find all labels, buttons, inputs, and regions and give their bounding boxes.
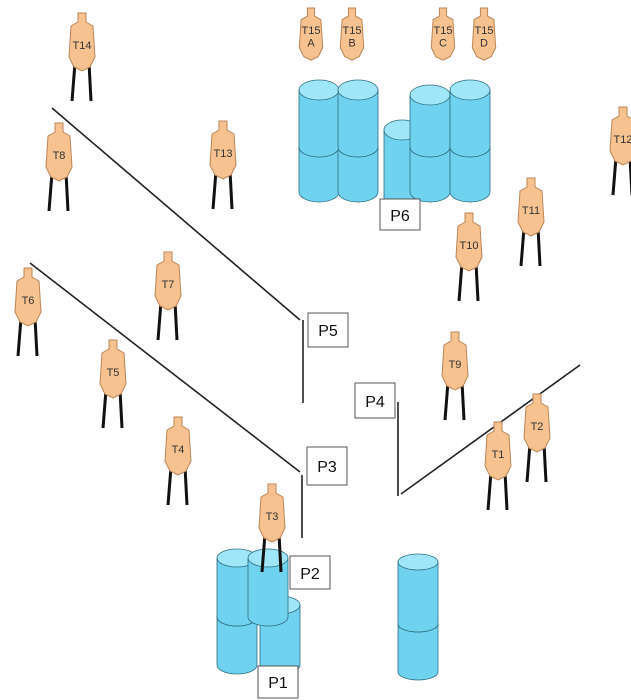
target-t4: T4 [164, 416, 192, 506]
target-label: T8 [53, 150, 66, 162]
barrel [397, 553, 439, 633]
target-label: T1 [492, 449, 505, 461]
target-t15d: T15 D [471, 7, 497, 61]
wall-line-right [400, 364, 581, 495]
position-label: P4 [365, 394, 385, 411]
target-t15b: T15 B [339, 7, 365, 61]
position-p2: P2 [289, 555, 331, 590]
target-t2: T2 [523, 393, 551, 483]
wall-line-lower [29, 262, 301, 473]
target-label: T14 [73, 40, 92, 52]
position-label: P6 [390, 208, 410, 225]
position-label: P1 [268, 675, 288, 692]
barrel [409, 84, 451, 158]
position-boxes: P6 P5 P4 P3 P2 P1 [257, 198, 421, 699]
target-label: T7 [162, 279, 175, 291]
target-t13: T13 [209, 120, 237, 210]
barrel [247, 548, 289, 627]
target-label: T15 [302, 25, 321, 37]
target-label: T9 [449, 359, 462, 371]
barrel [298, 79, 340, 158]
target-t5: T5 [99, 339, 127, 429]
target-label: T5 [107, 367, 120, 379]
wall-line-upper [51, 107, 301, 321]
wall-lines [29, 107, 581, 538]
target-sublabel: C [439, 38, 447, 50]
target-t3: T3 [258, 483, 286, 573]
position-p6: P6 [379, 198, 421, 231]
barrel-stack-p6 [298, 79, 491, 211]
target-label: T13 [214, 148, 233, 160]
position-p5: P5 [307, 312, 349, 348]
target-t1: T1 [484, 421, 512, 511]
target-label: T10 [460, 240, 479, 252]
target-t12: T12 [609, 106, 631, 196]
target-label: T11 [522, 205, 540, 217]
target-t15a: T15 A [298, 7, 324, 61]
target-label: T4 [172, 444, 185, 456]
target-t15c: T15 C [430, 7, 456, 61]
target-label: T2 [531, 421, 544, 433]
target-t9: T9 [441, 331, 469, 421]
targets: T14 T8 T13 T12 T11 T10 T7 T6 T5 T9 T4 T3… [14, 7, 631, 573]
target-t10: T10 [455, 212, 483, 302]
position-label: P5 [318, 323, 338, 340]
target-sublabel: D [480, 38, 488, 50]
target-sublabel: B [348, 38, 355, 50]
target-label: T15 [475, 25, 494, 37]
target-label: T15 [434, 25, 453, 37]
target-t6: T6 [14, 267, 42, 357]
target-t7: T7 [154, 251, 182, 341]
position-label: P3 [317, 459, 337, 476]
barrel [449, 79, 491, 158]
barrel-stack-single [397, 553, 439, 681]
position-p1: P1 [257, 665, 299, 699]
position-label: P2 [300, 566, 320, 583]
barrel [337, 79, 379, 158]
position-p3: P3 [306, 446, 348, 486]
target-label: T15 [343, 25, 362, 37]
target-t8: T8 [45, 122, 73, 212]
target-label: T6 [22, 295, 35, 307]
target-label: T12 [614, 134, 631, 146]
barrel-stack-p1 [216, 548, 301, 675]
position-p4: P4 [354, 382, 396, 419]
target-t14: T14 [68, 12, 96, 102]
target-sublabel: A [307, 38, 315, 50]
target-t11: T11 [517, 177, 545, 267]
target-label: T3 [266, 511, 279, 523]
